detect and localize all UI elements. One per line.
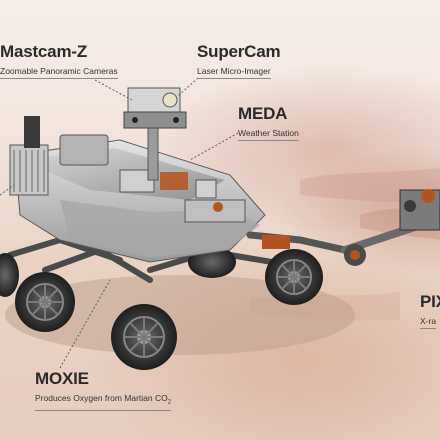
antenna-mast	[24, 116, 40, 148]
callout-title: SuperCam	[197, 42, 281, 61]
callout-title: PIX	[420, 292, 440, 311]
callout-description: Weather Station	[238, 128, 299, 141]
callout-supercam: SuperCam Laser Micro-Imager	[197, 42, 281, 79]
rover-shadow	[5, 275, 355, 355]
callout-description-subscript: 2	[167, 399, 172, 406]
callout-pixl: PIX X-ra	[420, 292, 440, 329]
callout-moxie: MOXIE Produces Oxygen from Martian CO2	[35, 369, 172, 411]
callout-meda: MEDA Weather Station	[238, 104, 299, 141]
wheel-rear-left	[0, 253, 19, 297]
callout-description: Laser Micro-Imager	[197, 66, 271, 79]
supercam-lens-icon	[162, 92, 178, 108]
callout-description-text: Produces Oxygen from Martian CO	[35, 393, 168, 403]
callout-title: Mastcam-Z	[0, 42, 88, 61]
mmrtg-power-source	[9, 144, 49, 196]
callout-title: MEDA	[238, 104, 288, 123]
wheel-front-right	[265, 249, 323, 305]
rover-body	[9, 116, 266, 263]
callout-mastcam-z: Mastcam-Z Zoomable Panoramic Cameras	[0, 42, 118, 79]
callout-description: Produces Oxygen from Martian CO2	[35, 393, 172, 411]
wheel-middle-left	[15, 272, 75, 332]
remote-sensing-mast	[123, 87, 187, 181]
callout-description: Zoomable Panoramic Cameras	[0, 66, 118, 79]
arm-turret	[399, 189, 440, 231]
wheel-front-left	[111, 304, 177, 370]
leader-lines	[0, 77, 239, 369]
callout-description: X-ra	[420, 316, 437, 329]
callout-title: MOXIE	[35, 369, 89, 388]
